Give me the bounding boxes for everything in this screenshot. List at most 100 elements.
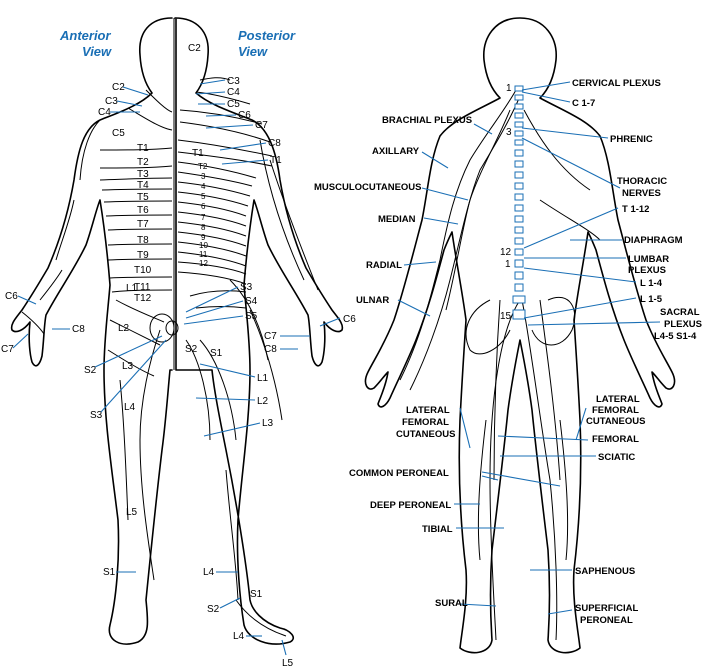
derm-label: C3	[227, 76, 240, 87]
leader-line	[221, 159, 269, 165]
posterior-body-outline	[174, 17, 344, 645]
anterior-view-title: Anterior	[59, 28, 112, 43]
derm-label: T7	[137, 219, 149, 230]
derm-label: C5	[112, 128, 125, 139]
nerve-label: DIAPHRAGM	[624, 235, 683, 246]
derm-label: C4	[227, 87, 240, 98]
spine-number: 1	[505, 259, 511, 270]
nerve-body-outline	[364, 17, 676, 654]
nerve-label: MEDIAN	[378, 214, 416, 225]
spine-number: 1	[506, 83, 512, 94]
derm-label: S2	[207, 604, 220, 615]
spine-number: 15	[500, 311, 512, 322]
nerve-label: LUMBAR	[628, 254, 669, 265]
derm-label: S4	[245, 296, 258, 307]
leader-line	[195, 91, 226, 95]
derm-label: L4	[233, 631, 245, 642]
derm-label: L4	[124, 402, 136, 413]
derm-label: C7	[1, 344, 14, 355]
leader-line	[205, 114, 237, 117]
derm-label: T5	[137, 192, 149, 203]
derm-label: 12	[199, 259, 208, 268]
nerve-label: RADIAL	[366, 260, 402, 271]
derm-label: C2	[188, 43, 201, 54]
leader-line	[185, 286, 239, 313]
derm-label: T6	[137, 205, 149, 216]
derm-label: 4	[201, 182, 206, 191]
derm-label: 5	[201, 192, 206, 201]
derm-label: C8	[268, 138, 281, 149]
derm-label: C6	[5, 291, 18, 302]
derm-label: S2	[84, 365, 97, 376]
derm-label: L3	[262, 418, 274, 429]
nerve-label: C 1-7	[572, 98, 595, 109]
anterior-view-title: View	[82, 44, 112, 59]
anterior-labels: C2 C3 C4 C5 T1 T2 T3 T4 T5 T6 T7 T8 T9 T…	[1, 82, 167, 578]
derm-label: C6	[343, 314, 356, 325]
derm-label: C2	[112, 82, 125, 93]
derm-label: L1	[126, 283, 138, 294]
nerve-label: SAPHENOUS	[575, 566, 635, 577]
leader-line	[94, 335, 163, 368]
nerve-label: CUTANEOUS	[586, 416, 645, 427]
anterior-body-outline	[10, 17, 173, 645]
nerve-leaders	[397, 81, 661, 615]
derm-label: L3	[122, 361, 134, 372]
nerve-label: ULNAR	[356, 295, 389, 306]
leader-line	[219, 142, 267, 151]
derm-label: C3	[105, 96, 118, 107]
derm-label: L5	[282, 658, 294, 669]
derm-label: 11	[199, 250, 208, 259]
leader-line	[12, 333, 29, 349]
nerve-label: CUTANEOUS	[396, 429, 455, 440]
derm-label: S3	[90, 410, 103, 421]
derm-label: T9	[137, 250, 149, 261]
leader-line	[185, 300, 244, 319]
leader-line	[195, 397, 256, 401]
nerve-label: T 1-12	[622, 204, 649, 215]
nerve-label: L 1-4	[640, 278, 663, 289]
derm-label: C8	[264, 344, 277, 355]
derm-label: S1	[250, 589, 263, 600]
leader-line	[122, 86, 149, 96]
derm-label: 7	[201, 213, 206, 222]
nerve-label: LATERAL	[406, 405, 450, 416]
derm-label: T8	[137, 235, 149, 246]
nerve-label: COMMON PERONEAL	[349, 468, 449, 479]
nerve-label: SACRAL	[660, 307, 700, 318]
derm-label: C4	[98, 107, 111, 118]
nerve-label: NERVES	[622, 188, 661, 199]
nerve-label: DEEP PERONEAL	[370, 500, 451, 511]
leader-line	[17, 295, 37, 305]
derm-label: T10	[134, 265, 152, 276]
derm-label: L2	[118, 323, 130, 334]
nerve-label: FEMORAL	[592, 405, 639, 416]
derm-label: T1	[137, 143, 149, 154]
nerve-figure: 1 3 12 1 15	[314, 17, 702, 654]
nerve-label: BRACHIAL PLEXUS	[382, 115, 472, 126]
derm-label: T11	[134, 282, 151, 293]
spinal-column: 1 3 12 1 15	[500, 83, 526, 322]
nerve-label: SCIATIC	[598, 452, 635, 463]
derm-label: 9	[201, 233, 206, 242]
derm-label: S1	[210, 348, 223, 359]
leader-line	[205, 124, 254, 129]
posterior-labels: C2 C3 C4 C5 C6 C7 C8 T1 T1 T2 3 4 5 6 7 …	[183, 43, 356, 669]
leader-line	[116, 100, 143, 107]
nerve-label: FEMORAL	[592, 434, 639, 445]
nerve-label: FEMORAL	[402, 417, 449, 428]
derm-label: T3	[137, 169, 149, 180]
nerve-label: L 1-5	[640, 294, 663, 305]
nerve-branches	[399, 89, 601, 641]
derm-label: T2	[198, 162, 208, 171]
nerve-label: THORACIC	[617, 176, 667, 187]
derm-label: T12	[134, 293, 152, 304]
derm-label: L5	[126, 507, 138, 518]
nerve-labels: CERVICAL PLEXUS C 1-7 PHRENIC THORACIC N…	[314, 78, 702, 626]
leader-line	[203, 422, 261, 437]
spine-number: 12	[500, 247, 512, 258]
derm-label: C8	[72, 324, 85, 335]
nerve-label: AXILLARY	[372, 146, 420, 157]
posterior-dermatome-lines	[177, 77, 319, 637]
nerve-label: PERONEAL	[580, 615, 633, 626]
